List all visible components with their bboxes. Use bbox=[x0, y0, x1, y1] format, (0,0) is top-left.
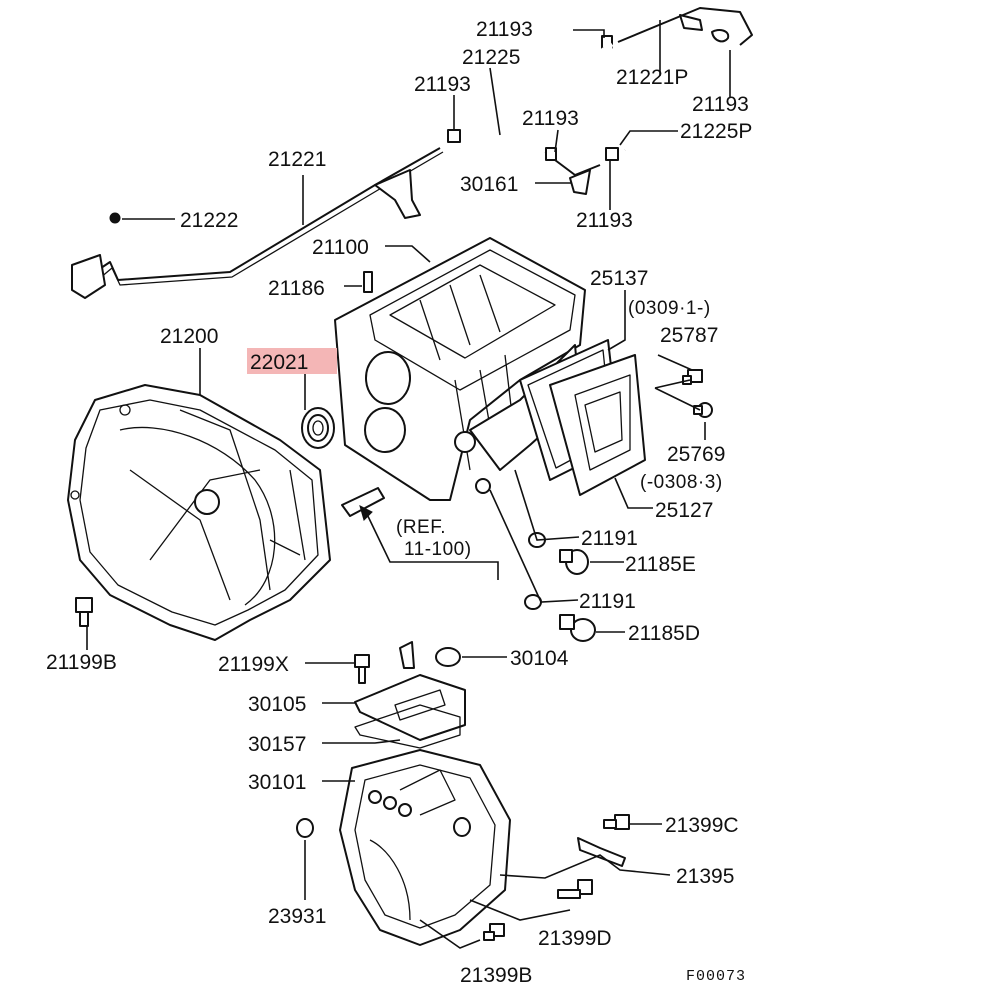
extension-housing-30101-illustration bbox=[339, 749, 511, 946]
bolt-21399C-icon bbox=[603, 814, 630, 830]
part-labels: 21193 21225 21193 21221P 21193 21193 212… bbox=[46, 18, 752, 987]
cover-25127-illustration bbox=[549, 354, 713, 496]
part-label-21100[interactable]: 21100 bbox=[312, 236, 369, 259]
nut-21222-icon bbox=[109, 212, 121, 224]
part-label-21199B[interactable]: 21199B bbox=[46, 651, 117, 674]
part-label-30104[interactable]: 30104 bbox=[510, 647, 569, 670]
part-label-30105[interactable]: 30105 bbox=[248, 693, 306, 716]
part-label-25787[interactable]: 25787 bbox=[660, 324, 718, 347]
drawing-code: F00073 bbox=[686, 968, 746, 985]
plug-30104-icon bbox=[435, 647, 461, 667]
plug-21185D-icon bbox=[559, 614, 596, 642]
bolt-25769-icon bbox=[693, 402, 713, 418]
pipe-21221P-illustration bbox=[575, 7, 753, 161]
part-label-21221P[interactable]: 21221P bbox=[616, 66, 688, 89]
part-label-21199X[interactable]: 21199X bbox=[218, 653, 289, 676]
part-label-date-from: (0309·1-) bbox=[628, 298, 711, 319]
part-label-22021[interactable]: 22021 bbox=[250, 351, 308, 374]
seal-23931-icon bbox=[296, 818, 314, 838]
part-label-21221[interactable]: 21221 bbox=[268, 148, 326, 171]
part-label-21191b[interactable]: 21191 bbox=[579, 590, 636, 613]
part-label-21200[interactable]: 21200 bbox=[160, 325, 218, 348]
bell-housing-21200-illustration bbox=[67, 384, 331, 641]
part-label-21222[interactable]: 21222 bbox=[180, 209, 238, 232]
part-label-25127[interactable]: 25127 bbox=[655, 499, 713, 522]
bracket-21395-icon bbox=[577, 837, 626, 867]
bolt-21399D-icon bbox=[557, 879, 593, 899]
part-label-30161[interactable]: 30161 bbox=[460, 173, 518, 196]
part-label-30157[interactable]: 30157 bbox=[248, 733, 306, 756]
part-label-date-to: (-0308·3) bbox=[640, 472, 723, 493]
part-label-21399C[interactable]: 21399C bbox=[665, 814, 739, 837]
ref-leader bbox=[364, 509, 499, 580]
hose-21225-illustration bbox=[447, 124, 601, 195]
part-label-21399D[interactable]: 21399D bbox=[538, 927, 612, 950]
ref-note-line2: 11-100) bbox=[404, 539, 472, 560]
part-label-21395[interactable]: 21395 bbox=[676, 865, 734, 888]
bolt-25787-icon bbox=[682, 369, 703, 385]
part-label-21186[interactable]: 21186 bbox=[268, 277, 325, 300]
ref-part-icon bbox=[341, 487, 385, 517]
bolt-21199X-icon bbox=[354, 654, 370, 684]
ref-note-line1: (REF. bbox=[396, 517, 446, 538]
part-label-21185D[interactable]: 21185D bbox=[628, 622, 700, 645]
leader-lines bbox=[86, 20, 731, 949]
gasket-30157-illustration bbox=[354, 704, 461, 749]
oil-seal-22021-illustration bbox=[301, 407, 335, 449]
pipe-21221-illustration bbox=[71, 147, 444, 299]
highlight-22021 bbox=[247, 348, 337, 374]
bolt-21399B-icon bbox=[483, 923, 505, 941]
part-label-23931[interactable]: 23931 bbox=[268, 905, 326, 928]
plug-21185E-icon bbox=[559, 549, 589, 575]
part-label-21193a[interactable]: 21193 bbox=[476, 18, 533, 41]
part-label-21225[interactable]: 21225 bbox=[462, 46, 520, 69]
part-label-21193e[interactable]: 21193 bbox=[576, 209, 633, 232]
part-label-21185E[interactable]: 21185E bbox=[625, 553, 696, 576]
part-label-21399B[interactable]: 21399B bbox=[460, 964, 532, 987]
part-label-25769[interactable]: 25769 bbox=[667, 443, 725, 466]
part-label-21193b[interactable]: 21193 bbox=[414, 73, 471, 96]
cover-30105-illustration bbox=[354, 674, 466, 741]
part-label-21193c[interactable]: 21193 bbox=[692, 93, 749, 116]
part-label-21191a[interactable]: 21191 bbox=[581, 527, 638, 550]
part-label-25137[interactable]: 25137 bbox=[590, 267, 648, 290]
switch-icon bbox=[399, 641, 415, 669]
bolt-21199B-icon bbox=[75, 597, 93, 627]
part-label-21193d[interactable]: 21193 bbox=[522, 107, 579, 130]
part-label-21225P[interactable]: 21225P bbox=[680, 120, 752, 143]
part-label-30101[interactable]: 30101 bbox=[248, 771, 306, 794]
